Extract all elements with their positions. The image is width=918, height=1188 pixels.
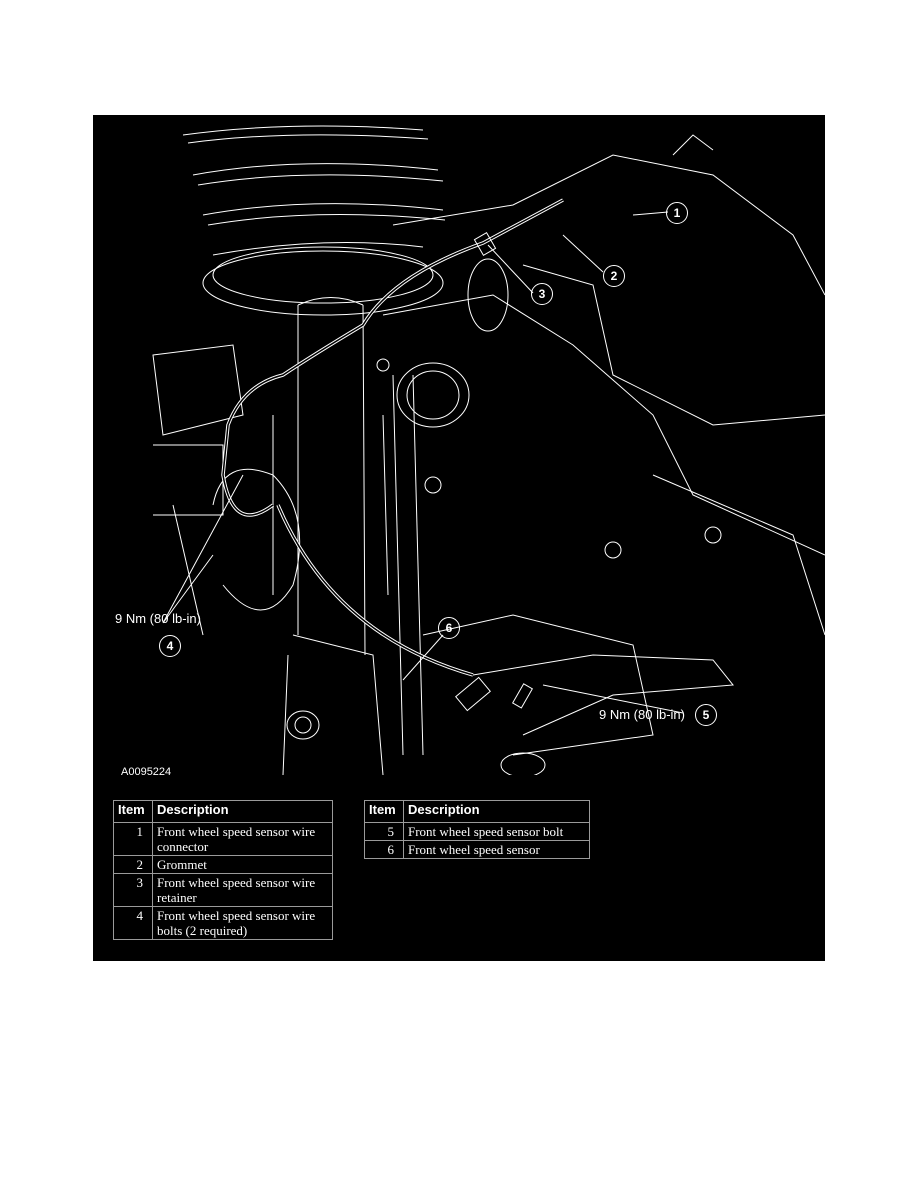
item-description: Front wheel speed sensor wire connector (152, 822, 333, 856)
item-description: Front wheel speed sensor wire retainer (152, 873, 333, 907)
speed-sensor (455, 676, 491, 712)
item-number: 2 (113, 855, 153, 874)
table-header: Item Description (113, 800, 333, 823)
header-item: Item (113, 800, 153, 823)
item-description: Front wheel speed sensor wire bolts (2 r… (152, 906, 333, 940)
sensor-bolt (511, 683, 534, 709)
item-number: 1 (113, 822, 153, 856)
callout-3: 3 (531, 283, 553, 305)
callout-4: 4 (159, 635, 181, 657)
item-number: 3 (113, 873, 153, 907)
sensor-wire-inner (222, 199, 564, 676)
leader-lines (162, 211, 684, 714)
item-number: 5 (364, 822, 404, 841)
header-description: Description (152, 800, 333, 823)
suspension-illustration (152, 125, 825, 775)
coil-spring (182, 125, 446, 316)
callout-2: 2 (603, 265, 625, 287)
grommet (473, 232, 497, 256)
figure-id: A0095224 (121, 766, 172, 778)
item-number: 6 (364, 840, 404, 859)
item-description: Grommet (152, 855, 333, 874)
torque-label-4: 9 Nm (80 lb-in) (115, 611, 201, 626)
item-description: Front wheel speed sensor bolt (403, 822, 590, 841)
callout-1: 1 (666, 202, 688, 224)
callout-5: 5 (695, 704, 717, 726)
torque-label-5: 9 Nm (80 lb-in) (599, 707, 685, 722)
figure-panel: 1 2 3 9 Nm (80 lb-in) 4 6 9 Nm (80 lb-in… (93, 115, 825, 961)
header-item: Item (364, 800, 404, 823)
header-description: Description (403, 800, 590, 823)
item-description: Front wheel speed sensor (403, 840, 590, 859)
body-structure (152, 134, 825, 775)
item-number: 4 (113, 906, 153, 940)
table-header: Item Description (364, 800, 590, 823)
callout-6: 6 (438, 617, 460, 639)
